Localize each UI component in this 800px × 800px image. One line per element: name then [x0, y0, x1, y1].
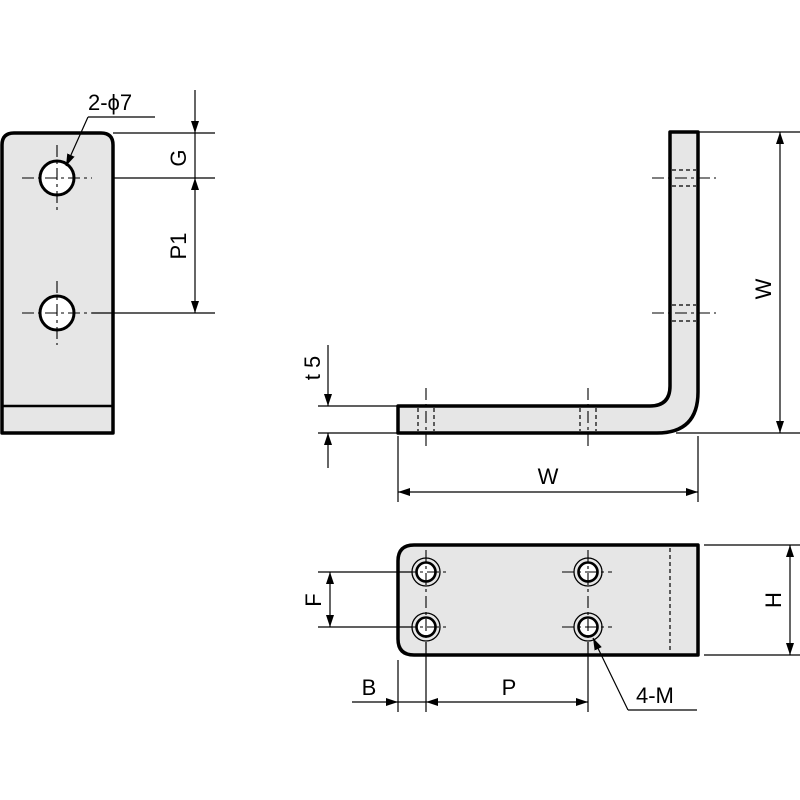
dim-label-p1: P1	[166, 233, 191, 260]
dim-label-t5: t 5	[300, 356, 325, 380]
front-view: G P1 2-ϕ7	[0, 90, 215, 435]
dim-label-b: B	[362, 675, 377, 700]
top-view: F H B P 4-M	[301, 543, 800, 712]
hole-callout-label: 2-ϕ7	[88, 90, 132, 115]
dim-label-w-horizontal: W	[538, 464, 559, 489]
dim-label-p: P	[502, 675, 517, 700]
thread-callout-label: 4-M	[636, 683, 674, 708]
thread-callout-leader	[592, 637, 629, 711]
side-view: W W t 5	[300, 130, 800, 502]
top-view-outline	[396, 543, 700, 657]
dim-label-h: H	[761, 592, 786, 608]
dim-label-f: F	[301, 593, 326, 606]
hole-callout-leader	[65, 116, 89, 167]
side-view-outline	[396, 130, 700, 435]
dim-label-g: G	[166, 149, 191, 166]
dim-label-w-vertical: W	[751, 278, 776, 299]
